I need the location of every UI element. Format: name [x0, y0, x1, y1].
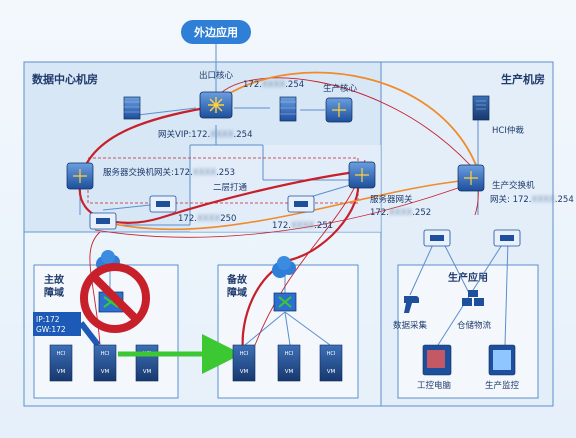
external-app-label: 外边应用 [193, 25, 238, 39]
server-switch-left[interactable]: 服务器交换机网关:172.XXXX.253 [66, 162, 235, 190]
switch-icon [73, 169, 87, 183]
firewall-center[interactable]: 172.XXXX.254 [243, 80, 304, 122]
production-app-domain: 生产应用 [397, 264, 539, 399]
backup-hci-icon[interactable] [273, 292, 297, 312]
access-switch-left[interactable] [89, 212, 117, 230]
production-app-title: 生产应用 [448, 271, 488, 284]
vm-tag: VM [240, 369, 249, 375]
egress-core-label: 出口核心 [199, 70, 234, 81]
backup-fault-label-1: 备故 [226, 273, 248, 286]
external-app-node[interactable]: 外边应用 [181, 20, 251, 44]
primary-fault-label-1: 主故 [44, 273, 65, 286]
backup-server-1[interactable]: HCI VM [232, 344, 256, 382]
egress-ip-label: 172.XXXX.254 [243, 80, 304, 90]
cluster-icon [278, 296, 292, 308]
vm-tag: VM [285, 369, 294, 375]
production-title: 生产机房 [501, 72, 545, 86]
primary-server-3[interactable]: HCI VM [135, 344, 159, 382]
backup-cloud-node[interactable] [272, 256, 296, 278]
server-icon [476, 100, 486, 110]
hci-tag: HCI [240, 351, 249, 357]
screen-icon [427, 350, 445, 368]
data-collection-device[interactable]: 数据采集 [393, 296, 428, 331]
primary-fault-label-2: 障域 [44, 286, 64, 299]
switch-icon [208, 97, 224, 113]
prod-core-label: 生产核心 [323, 83, 358, 94]
ip-251-label: 172.XXXX.251 [272, 221, 333, 231]
industrial-pc-device[interactable]: 工控电脑 [417, 344, 452, 391]
prod-switch-gw-label: 网关: 172.XXXX.254 [490, 194, 574, 205]
production-monitor-device[interactable]: 生产监控 [485, 344, 520, 391]
boxes-icon [468, 290, 478, 297]
server-gw-label: 服务器网关 [370, 194, 413, 205]
production-core-switch[interactable]: 生产核心 [323, 83, 358, 123]
server-gw-ip-label: 172.XXXX.252 [370, 208, 431, 218]
ip-box-gw: GW:172 [36, 325, 66, 334]
production-switch[interactable]: 生产交换机 网关: 172.XXXX.254 [457, 164, 574, 205]
server-gateway-switch[interactable]: 服务器网关 172.XXXX.252 [348, 161, 431, 218]
hci-tag: HCI [57, 351, 66, 357]
scanner-icon [404, 296, 419, 313]
ip-box-ip: IP:172 [36, 315, 60, 324]
vm-tag: VM [327, 369, 336, 375]
firewall-left[interactable] [123, 96, 141, 120]
vm-tag: VM [101, 369, 110, 375]
datacenter-title: 数据中心机房 [32, 72, 98, 86]
backup-server-2[interactable]: HCI VM [277, 344, 301, 382]
ipc-label: 工控电脑 [417, 380, 452, 391]
ip-box-pointer [78, 321, 101, 347]
fault-prohibited-icon [80, 263, 150, 333]
prod-access-switch-1[interactable] [423, 229, 451, 247]
access-switch-251[interactable]: 172.XXXX.251 [272, 195, 333, 231]
firewall-icon [124, 101, 140, 113]
hci-tag: HCI [327, 351, 336, 357]
monitor-label: 生产监控 [485, 380, 520, 391]
vm-tag: VM [143, 369, 152, 375]
primary-server-1[interactable]: HCI VM [49, 344, 73, 382]
ip-gw-box: IP:172 GW:172 [33, 312, 81, 336]
egress-core-switch[interactable]: 出口核心 网关VIP:172.XXXX.254 [158, 70, 252, 140]
firewall-icon [280, 101, 296, 115]
server-switch-gw-label: 服务器交换机网关:172.XXXX.253 [103, 167, 235, 178]
gateway-vip-label: 网关VIP:172.XXXX.254 [158, 129, 252, 140]
switch-icon [332, 103, 346, 117]
hci-arbiter-label: HCI仲裁 [492, 125, 524, 136]
access-switch-250[interactable]: 172.XXXX250 [149, 195, 236, 224]
monitor-icon [493, 350, 511, 370]
vm-tag: VM [57, 369, 66, 375]
hci-arbiter-server[interactable]: HCI仲裁 [472, 95, 524, 136]
prod-access-switch-2[interactable] [493, 229, 521, 247]
ip-250-label: 172.XXXX250 [178, 214, 236, 224]
switch-icon [464, 171, 478, 185]
layer2-label: 二层打通 [213, 182, 248, 193]
prod-switch-label: 生产交换机 [492, 180, 535, 191]
backup-server-3[interactable]: HCI VM [319, 344, 343, 382]
data-collect-label: 数据采集 [393, 320, 428, 331]
red-link-mid [94, 179, 481, 238]
orange-link-top [224, 71, 479, 171]
hci-tag: HCI [285, 351, 294, 357]
warehouse-label: 仓储物流 [457, 320, 492, 331]
hci-tag: HCI [101, 351, 110, 357]
orange-link-mid [104, 179, 471, 231]
primary-server-2[interactable]: HCI VM [93, 344, 117, 382]
backup-fault-label-2: 障域 [227, 286, 247, 299]
warehouse-device[interactable]: 仓储物流 [457, 290, 492, 331]
switch-icon [355, 168, 369, 182]
